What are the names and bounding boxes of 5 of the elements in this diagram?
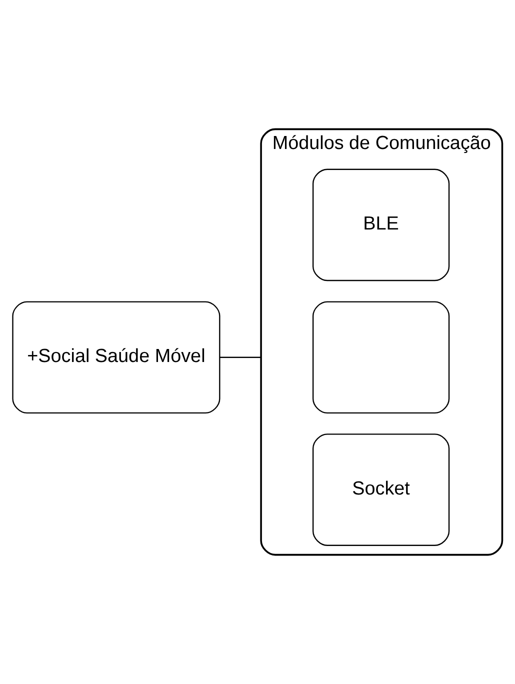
node-box: Socket	[312, 434, 450, 546]
node-box: +Social Saúde Móvel	[12, 301, 220, 414]
node-box: BLE	[312, 168, 450, 282]
node-box	[312, 301, 450, 414]
connector	[220, 356, 262, 358]
